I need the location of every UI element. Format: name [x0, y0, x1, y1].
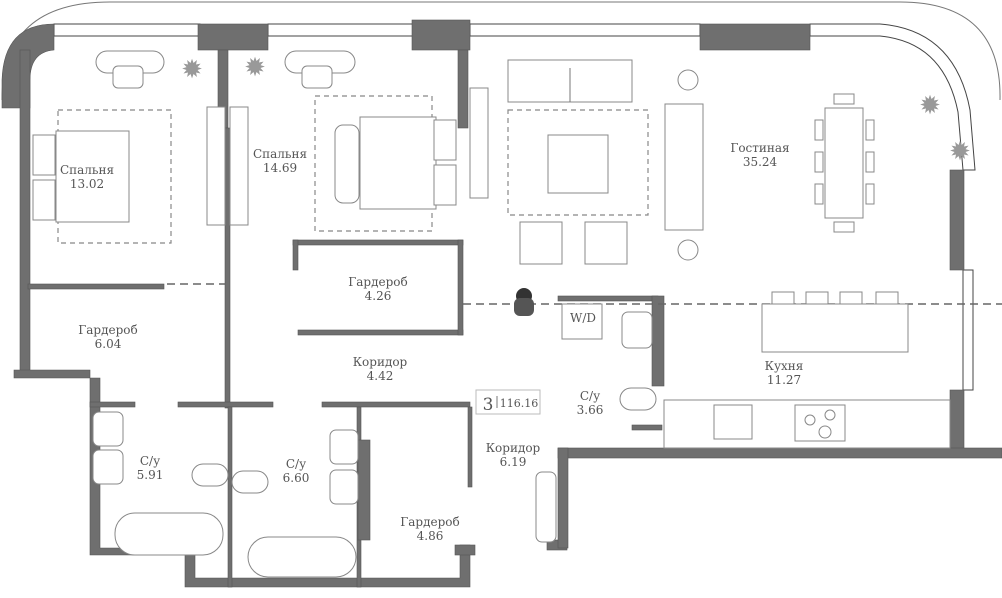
toilet-icon [619, 387, 657, 411]
armchair-icon [677, 69, 699, 91]
plant-icon: ✹ [181, 55, 203, 85]
plant-icon: ✹ [919, 91, 941, 121]
washer-dryer-label: W/D [570, 311, 596, 325]
room-name: Гардероб [400, 515, 459, 529]
sofa-icon [664, 103, 704, 231]
plant-icon: ✹ [244, 53, 266, 83]
plant-icon: ✹ [949, 137, 971, 167]
desk-icon [95, 50, 165, 89]
room-name: Коридор [353, 355, 408, 369]
wardrobe-icon [229, 106, 249, 226]
wardrobe-icon [206, 106, 226, 226]
sink-icon [92, 411, 124, 447]
room-area: 4.86 [417, 529, 444, 543]
room-area: 6.19 [500, 455, 527, 469]
room-name: Спальня [60, 163, 114, 177]
washer-dryer-icon [561, 303, 603, 340]
room-area: 35.24 [743, 155, 778, 169]
room-area: 4.26 [365, 289, 392, 303]
room-name: Кухня [765, 359, 804, 373]
ottoman-icon [584, 221, 628, 265]
coffee-table-icon [547, 134, 609, 194]
cooktop-icon [794, 404, 846, 442]
room-name: Гостиная [730, 141, 789, 155]
room-name: Спальня [253, 147, 307, 161]
total-area: 116.16 [500, 397, 539, 410]
wardrobe-icon [469, 87, 489, 199]
toilet-icon [231, 470, 269, 494]
room-area: 4.42 [367, 369, 394, 383]
room-name: Коридор [486, 441, 541, 455]
room-name: С/у [140, 454, 160, 468]
room-area: 3.66 [577, 403, 604, 417]
bed-icon [334, 116, 457, 210]
sink-icon [621, 311, 653, 349]
room-area: 13.02 [70, 177, 104, 191]
room-area: 5.91 [137, 468, 164, 482]
room-name: С/у [286, 457, 306, 471]
bathtub-icon [247, 536, 357, 578]
sink-icon [92, 449, 124, 485]
toilet-icon [191, 463, 229, 487]
kitchen-island-icon [761, 303, 909, 353]
room-name: Гардероб [348, 275, 407, 289]
room-area: 11.27 [767, 373, 801, 387]
bed-icon [32, 130, 130, 223]
dining-table-icon [814, 93, 875, 233]
armchair-icon [677, 239, 699, 261]
ottoman-icon [519, 221, 563, 265]
bench-icon [535, 471, 557, 543]
room-name: С/у [580, 389, 600, 403]
rooms-count: 3 [483, 395, 494, 415]
windows [53, 23, 976, 391]
room-name: Гардероб [78, 323, 137, 337]
apartment-badge: 3 116.16 [475, 389, 541, 415]
desk-icon [284, 50, 356, 89]
person-icon [514, 288, 534, 316]
room-area: 14.69 [263, 161, 297, 175]
sink-icon [329, 469, 359, 505]
room-area: 6.60 [283, 471, 310, 485]
sink-icon [329, 429, 359, 465]
sofa-icon [507, 59, 633, 103]
bathtub-icon [114, 512, 224, 556]
sink-icon [713, 404, 753, 440]
room-area: 6.04 [95, 337, 122, 351]
walls [1, 19, 1002, 588]
